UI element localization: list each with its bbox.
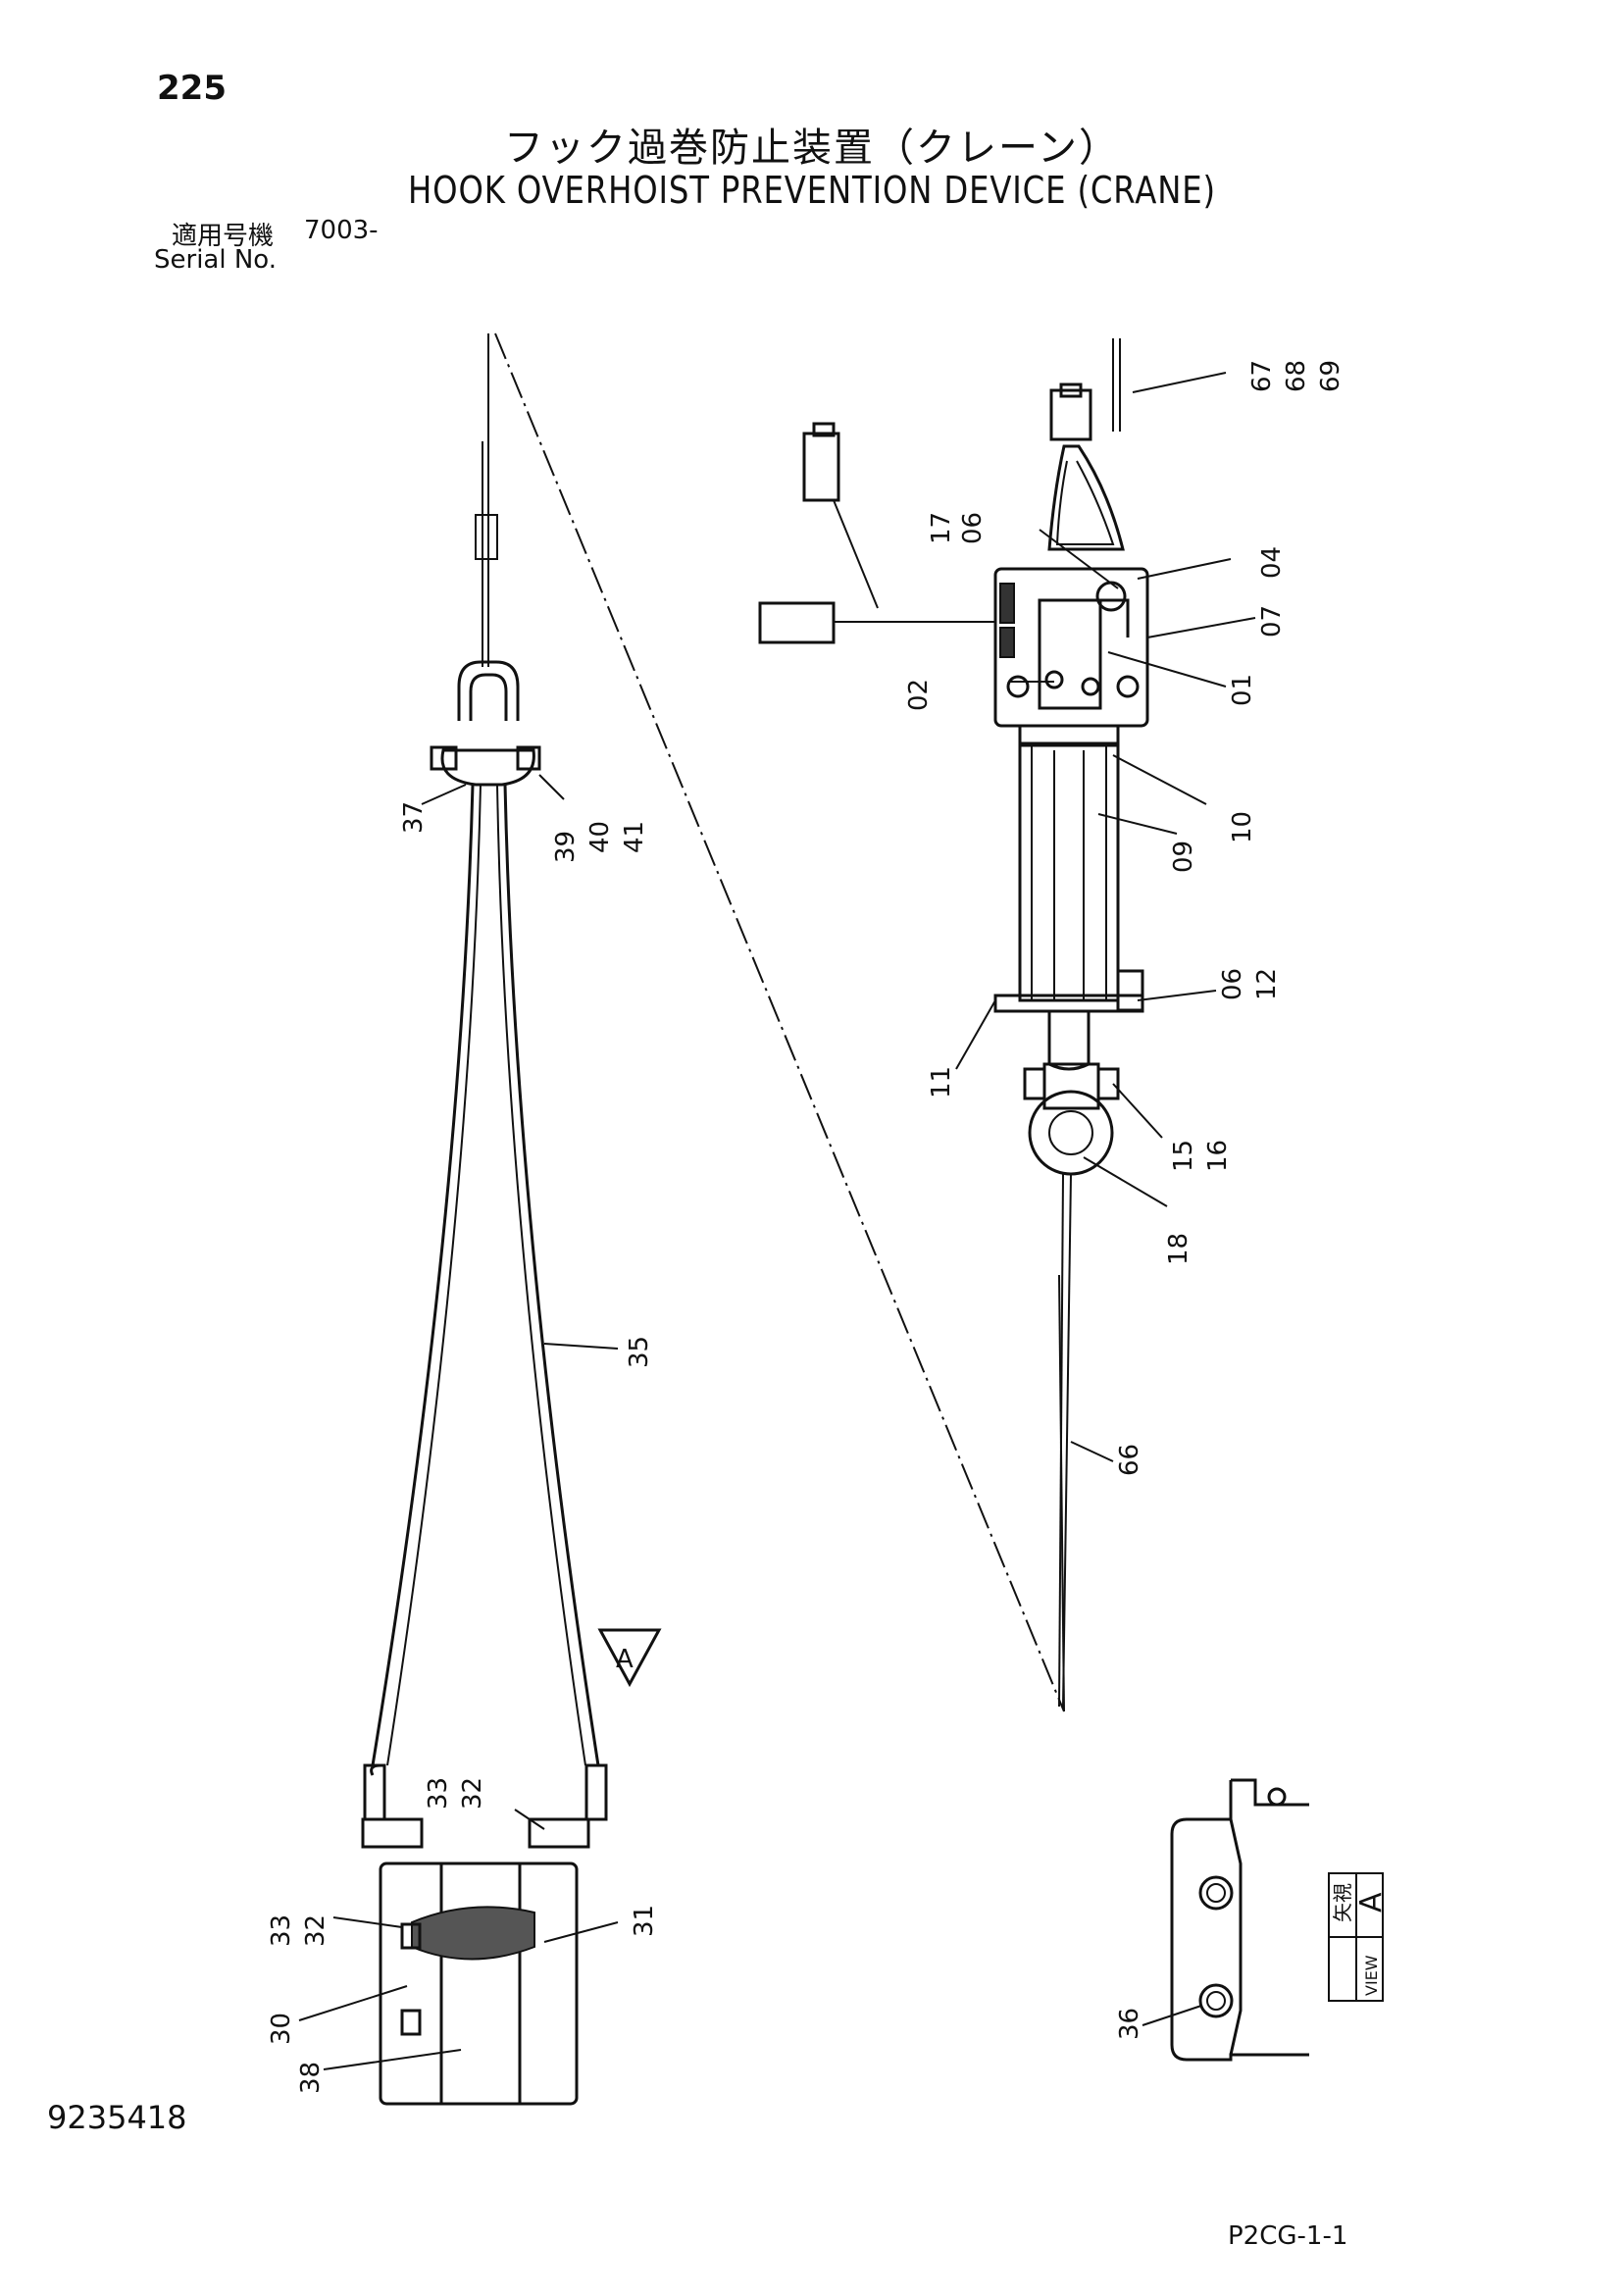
view-label-letter: A [1354,1892,1389,1913]
callout-16: 16 [1203,1140,1233,1172]
callout-33-top: 33 [424,1777,453,1810]
callout-labels: 67 68 69 17 06 04 07 02 01 10 09 06 12 1… [267,360,1345,2094]
serial-label-japanese: 適用号機 [172,222,275,251]
callout-68: 68 [1282,360,1311,392]
callout-67: 67 [1247,360,1277,392]
callout-04: 04 [1257,546,1287,579]
callout-18: 18 [1164,1233,1193,1265]
callout-69: 69 [1316,360,1345,392]
callout-37: 37 [399,801,429,834]
callout-30: 30 [267,2013,296,2045]
title-japanese: フック過巻防止装置（クレーン） [504,126,1120,171]
leader-lines [298,372,1256,2070]
callout-06-top: 06 [958,512,988,544]
left-sling-assembly [361,333,608,2106]
callout-32-top: 32 [458,1777,487,1810]
callout-11: 11 [927,1066,956,1098]
callout-17: 17 [927,512,956,544]
callout-40: 40 [585,821,615,853]
callout-35: 35 [625,1336,654,1368]
callout-36: 36 [1115,2008,1144,2040]
view-label-english: VIEW [1362,1955,1381,1996]
view-label-japanese: 矢視 [1331,1883,1354,1922]
serial-value: 7003- [304,216,379,245]
callout-66: 66 [1115,1444,1144,1476]
callout-32-mid: 32 [301,1914,330,1947]
view-a-detail: 矢視 VIEW A [1170,1778,1389,2062]
view-arrow-letter: A [616,1645,634,1674]
callout-31: 31 [630,1905,659,1937]
document-number: 9235418 [47,2099,187,2136]
callout-33-mid: 33 [267,1914,296,1947]
callout-15: 15 [1169,1140,1198,1172]
reference-code: P2CG-1-1 [1228,2221,1348,2251]
callout-38: 38 [296,2062,326,2094]
callout-02: 02 [904,679,934,711]
callout-07: 07 [1257,605,1287,638]
callout-10: 10 [1228,811,1257,843]
serial-label-english: Serial No. [154,245,277,275]
view-a-arrow: A [597,1628,662,1688]
title-english: HOOK OVERHOIST PREVENTION DEVICE (CRANE) [408,169,1216,212]
page-number: 225 [157,69,227,108]
callout-12: 12 [1252,968,1282,1000]
callout-01: 01 [1228,674,1257,706]
right-sensor-assembly [758,338,1149,1708]
callout-06-mid: 06 [1218,968,1247,1000]
callout-09: 09 [1169,841,1198,873]
callout-41: 41 [620,821,649,853]
callout-39: 39 [551,831,581,863]
